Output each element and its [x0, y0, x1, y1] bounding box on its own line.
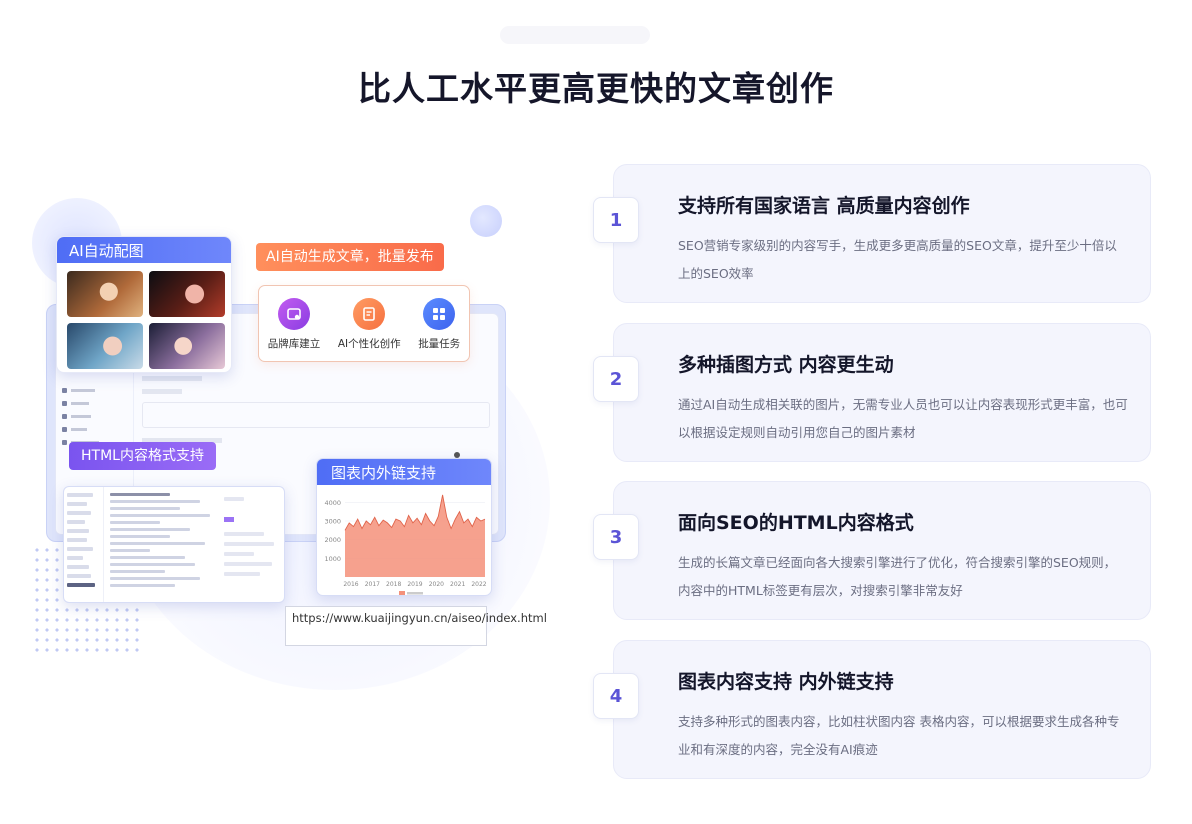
batch-task-icon	[423, 298, 456, 330]
content-line	[142, 389, 182, 394]
x-tick-label: 2021	[450, 581, 465, 588]
feature-description: 生成的长篇文章已经面向各大搜索引擎进行了优化，符合搜索引擎的SEO规则，内容中的…	[678, 555, 1117, 598]
y-tick-label: 2000	[324, 536, 341, 544]
y-tick-label: 4000	[324, 499, 341, 507]
doc-body	[110, 493, 220, 591]
content-line	[142, 376, 202, 381]
brand-library-icon	[278, 298, 311, 330]
feature-card-4: 4 图表内容支持 内外链支持 支持多种形式的图表内容，比如柱状图内容 表格内容，…	[593, 640, 1151, 779]
decorative-blob	[470, 205, 502, 237]
x-tick-label: 2022	[471, 581, 486, 588]
feature-title: 多种插图方式 内容更生动	[678, 354, 894, 376]
sidebar-row	[62, 423, 133, 436]
generated-portrait-image	[67, 323, 143, 369]
area-series	[345, 494, 485, 577]
feature-title: 面向SEO的HTML内容格式	[678, 512, 914, 534]
x-tick-label: 2016	[343, 581, 358, 588]
feature-title: 支持所有国家语言 高质量内容创作	[678, 195, 970, 217]
content-box	[142, 402, 490, 428]
feature-description: 通过AI自动生成相关联的图片，无需专业人员也可以让内容表现形式更丰富，也可以根据…	[678, 397, 1128, 440]
doc-settings-panel	[224, 497, 280, 582]
feature-label: AI个性化创作	[337, 338, 401, 350]
features-card: 品牌库建立 AI个性化创作 批量任务	[258, 285, 470, 362]
y-tick-label: 3000	[324, 518, 341, 526]
ai-image-card-title: AI自动配图	[57, 237, 231, 263]
url-text: https://www.kuaijingyun.cn/aiseo/index.h…	[285, 606, 547, 646]
feature-brand-library: 品牌库建立	[267, 298, 321, 361]
ai-image-card: AI自动配图	[56, 236, 232, 373]
feature-title: 图表内容支持 内外链支持	[678, 671, 894, 693]
image-grid	[57, 263, 231, 369]
area-chart: 1000 2000 3000 4000 2016 2017 2018 2019 2020 2021…	[324, 494, 487, 595]
feature-label: 批量任务	[418, 338, 461, 350]
faint-decoration	[500, 26, 650, 44]
x-tick-label: 2018	[386, 581, 401, 588]
legend-swatch	[399, 591, 405, 595]
x-tick-label: 2020	[429, 581, 444, 588]
chart-card-title: 图表内外链支持	[317, 459, 491, 485]
feature-ai-writing: AI个性化创作	[338, 298, 401, 361]
x-tick-label: 2017	[365, 581, 380, 588]
feature-label: 品牌库建立	[267, 338, 321, 350]
area-line	[344, 494, 486, 531]
settings-icon	[454, 452, 460, 458]
generated-portrait-image	[67, 271, 143, 317]
feature-description: SEO营销专家级别的内容写手，生成更多更高质量的SEO文章，提升至少十倍以上的S…	[678, 238, 1117, 281]
app-content	[142, 376, 490, 524]
html-document-preview	[63, 486, 285, 603]
sidebar-row	[62, 397, 133, 410]
doc-sidebar	[64, 487, 104, 602]
feature-number: 4	[593, 673, 639, 719]
feature-number: 3	[593, 514, 639, 560]
feature-card-1: 1 支持所有国家语言 高质量内容创作 SEO营销专家级别的内容写手，生成更多更高…	[593, 164, 1151, 303]
feature-number: 1	[593, 197, 639, 243]
sidebar-row	[62, 410, 133, 423]
html-support-tag: HTML内容格式支持	[69, 442, 216, 470]
feature-description: 支持多种形式的图表内容，比如柱状图内容 表格内容，可以根据要求生成各种专业和有深…	[678, 714, 1120, 757]
x-tick-label: 2019	[407, 581, 422, 588]
sidebar-row	[62, 384, 133, 397]
feature-card-3: 3 面向SEO的HTML内容格式 生成的长篇文章已经面向各大搜索引擎进行了优化，…	[593, 481, 1151, 620]
chart-card: 图表内外链支持 1000 2000 3000 4000 2016 2017 2018 2019…	[316, 458, 492, 596]
page-title: 比人工水平更高更快的文章创作	[358, 69, 834, 108]
feature-number: 2	[593, 356, 639, 402]
generated-portrait-image	[149, 323, 225, 369]
feature-card-2: 2 多种插图方式 内容更生动 通过AI自动生成相关联的图片，无需专业人员也可以让…	[593, 323, 1151, 462]
legend-label	[407, 592, 423, 595]
content-line	[142, 438, 222, 443]
ai-writing-icon	[353, 298, 386, 330]
auto-generate-tag: AI自动生成文章，批量发布	[256, 243, 444, 271]
product-illustration: AI自动配图 AI自动生成文章，批量发布 品牌库建立 AI个性化创作	[0, 150, 590, 690]
y-tick-label: 1000	[324, 555, 341, 563]
feature-batch-task: 批量任务	[418, 298, 460, 361]
generated-portrait-image	[149, 271, 225, 317]
